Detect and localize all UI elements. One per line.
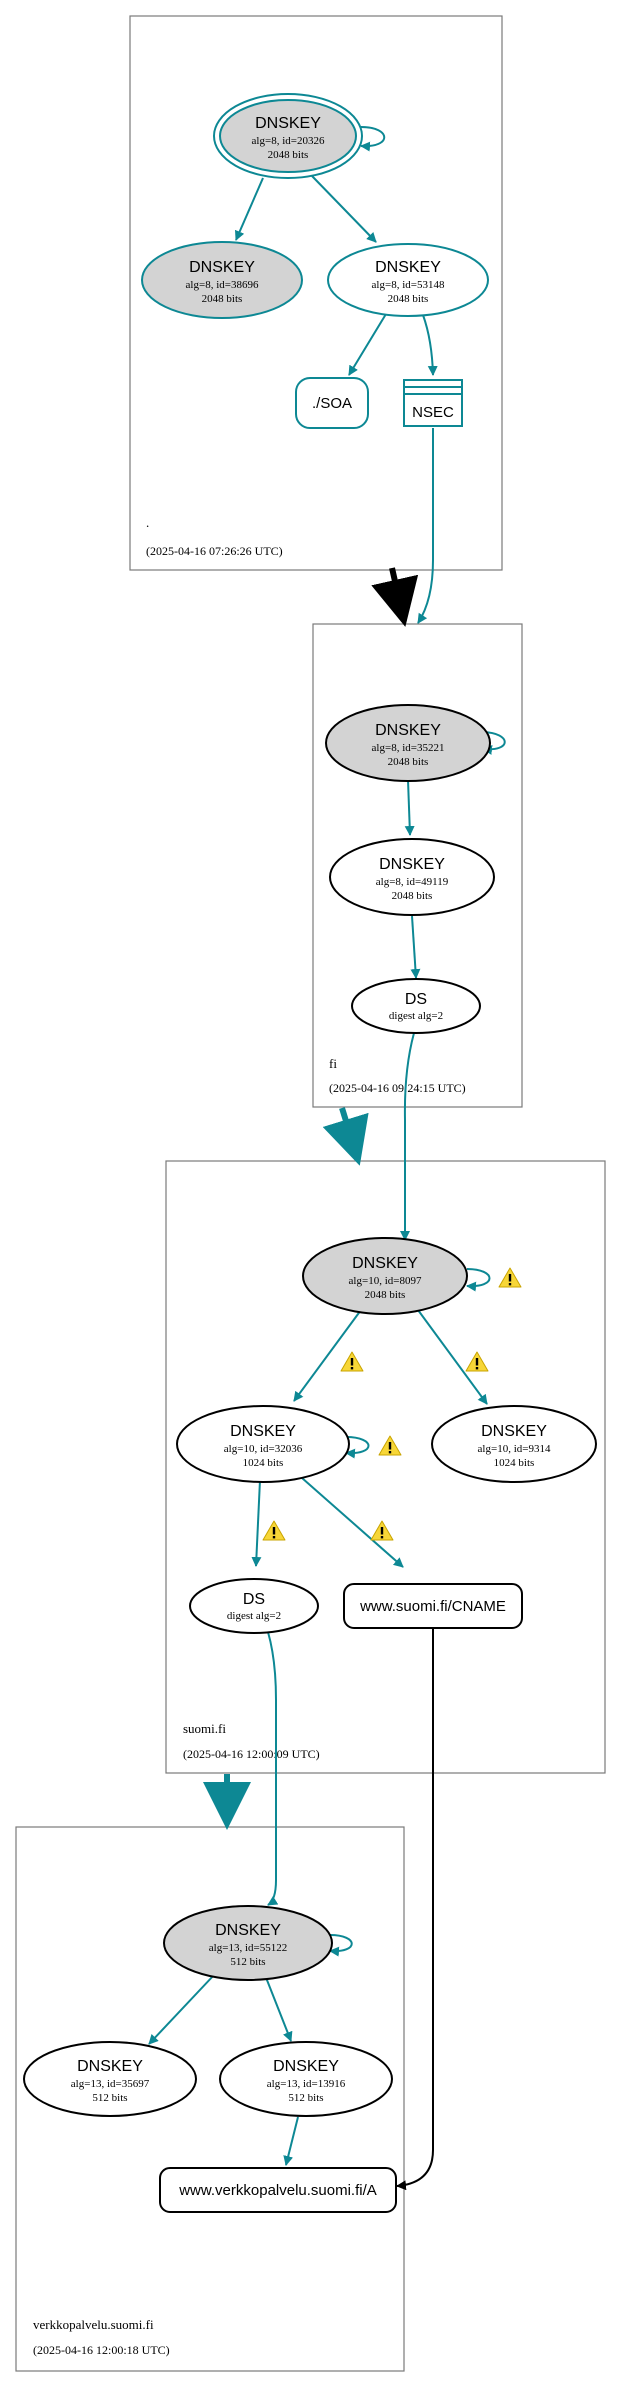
dnskey-node-root-zsk[interactable]: DNSKEY alg=8, id=53148 2048 bits (327, 243, 489, 317)
node-title: ./SOA (312, 395, 352, 412)
delegation-root-to-fi (371, 567, 419, 627)
edge-fi-ksk-to-zsk (404, 779, 415, 836)
zone-timestamp: (2025-04-16 09:24:15 UTC) (329, 1081, 466, 1095)
node-detail: alg=8, id=20326 (252, 135, 325, 147)
node-title: DNSKEY (215, 1922, 281, 1939)
node-detail: 2048 bits (365, 1289, 406, 1301)
node-detail: 1024 bits (243, 1457, 284, 1469)
edge-suomi-zsk-to-ds (251, 1479, 262, 1567)
node-title: DNSKEY (379, 856, 445, 873)
node-detail: alg=13, id=55122 (209, 1942, 287, 1954)
node-title: DNSKEY (230, 1423, 296, 1440)
edge-suomi-ds-to-verk (267, 1631, 279, 1906)
node-detail: alg=10, id=32036 (224, 1443, 303, 1455)
edge-fi-ds-to-suomi (400, 1032, 415, 1241)
ds-node-fi[interactable]: DS digest alg=2 (351, 978, 481, 1034)
nsec-node-root[interactable]: NSEC (403, 379, 463, 427)
dnskey-node-suomi-ksk[interactable]: DNSKEY alg=10, id=8097 2048 bits (302, 1237, 468, 1315)
edge-root-zsk-to-nsec (422, 314, 438, 376)
zone-timestamp: (2025-04-16 07:26:26 UTC) (146, 544, 283, 558)
edge-root-zsk-to-soa (348, 313, 387, 376)
zone-name: . (146, 515, 149, 530)
self-loop-suomi-zsk (345, 1436, 370, 1459)
node-title: www.verkkopalvelu.suomi.fi/A (178, 2182, 377, 2199)
zone-timestamp: (2025-04-16 12:00:18 UTC) (33, 2343, 170, 2357)
node-detail: alg=8, id=53148 (372, 279, 445, 291)
zone-timestamp: (2025-04-16 12:00:09 UTC) (183, 1747, 320, 1761)
dnskey-node-fi-zsk[interactable]: DNSKEY alg=8, id=49119 2048 bits (329, 838, 495, 916)
a-record-node-verk[interactable]: www.verkkopalvelu.suomi.fi/A (159, 2167, 397, 2213)
node-title: DNSKEY (189, 259, 255, 276)
node-detail: alg=13, id=35697 (71, 2078, 150, 2090)
node-detail: 2048 bits (388, 756, 429, 768)
edge-verk-ksk-to-k1 (148, 1974, 215, 2045)
node-detail: alg=8, id=38696 (186, 279, 259, 291)
node-detail: 2048 bits (268, 149, 309, 161)
node-detail: alg=13, id=13916 (267, 2078, 346, 2090)
edge-suomi-ksk-to-k3 (417, 1309, 488, 1405)
dnskey-node-suomi-9314[interactable]: DNSKEY alg=10, id=9314 1024 bits (431, 1405, 597, 1483)
dnskey-node-verk-zsk[interactable]: DNSKEY alg=13, id=13916 512 bits (219, 2041, 393, 2117)
node-title: DNSKEY (481, 1423, 547, 1440)
self-loop-suomi-ksk (466, 1268, 491, 1292)
node-title: DS (243, 1591, 265, 1608)
node-detail: alg=10, id=9314 (478, 1443, 551, 1455)
edges (148, 126, 506, 2191)
zone-name: fi (329, 1056, 337, 1071)
node-detail: 1024 bits (494, 1457, 535, 1469)
dnskey-node-suomi-zsk[interactable]: DNSKEY alg=10, id=32036 1024 bits (176, 1405, 350, 1483)
edge-cname-to-a (396, 1626, 434, 2191)
node-detail: alg=8, id=35221 (372, 742, 445, 754)
node-title: DNSKEY (352, 1255, 418, 1272)
self-loop-verk-ksk (329, 1934, 353, 1957)
node-detail: digest alg=2 (227, 1610, 281, 1622)
node-title: www.suomi.fi/CNAME (359, 1598, 506, 1615)
edge-verk-zsk-to-a (283, 2116, 299, 2166)
node-detail: 512 bits (92, 2092, 127, 2104)
dnskey-node-fi-ksk[interactable]: DNSKEY alg=8, id=35221 2048 bits (325, 704, 491, 782)
edge-fi-zsk-to-ds (410, 915, 421, 979)
node-detail: 512 bits (230, 1956, 265, 1968)
node-detail: 2048 bits (392, 890, 433, 902)
cname-node-suomi[interactable]: www.suomi.fi/CNAME (343, 1583, 523, 1629)
node-detail: alg=10, id=8097 (349, 1275, 422, 1287)
edge-suomi-ksk-to-zsk (293, 1309, 362, 1402)
node-detail: 2048 bits (388, 293, 429, 305)
node-title: DNSKEY (375, 722, 441, 739)
edge-root-ksk-to-zsk (311, 175, 377, 243)
ds-node-suomi[interactable]: DS digest alg=2 (189, 1578, 319, 1634)
dnskey-node-root-ksk[interactable]: DNSKEY alg=8, id=20326 2048 bits (213, 93, 363, 179)
edge-root-nsec-to-fi (417, 428, 434, 624)
node-title: NSEC (412, 404, 454, 421)
delegation-fi-to-suomi (322, 1107, 369, 1166)
node-detail: 512 bits (288, 2092, 323, 2104)
self-loop-fi-ksk (482, 731, 506, 755)
node-title: DNSKEY (77, 2058, 143, 2075)
node-detail: 2048 bits (202, 293, 243, 305)
rrset-node-root-soa[interactable]: ./SOA (295, 377, 369, 429)
node-title: DNSKEY (273, 2058, 339, 2075)
edge-verk-ksk-to-zsk (264, 1974, 293, 2042)
node-detail: digest alg=2 (389, 1010, 443, 1022)
zone-name: verkkopalvelu.suomi.fi (33, 2317, 154, 2332)
node-detail: alg=8, id=49119 (376, 876, 449, 888)
edge-root-ksk-to-k2 (235, 177, 264, 241)
dnskey-node-root-38696[interactable]: DNSKEY alg=8, id=38696 2048 bits (141, 241, 303, 319)
dnskey-node-verk-ksk[interactable]: DNSKEY alg=13, id=55122 512 bits (163, 1905, 333, 1981)
edge-suomi-zsk-to-cname (301, 1477, 404, 1568)
zone-name: suomi.fi (183, 1721, 226, 1736)
node-title: DS (405, 991, 427, 1008)
node-title: DNSKEY (375, 259, 441, 276)
node-title: DNSKEY (255, 115, 321, 132)
dnskey-node-verk-35697[interactable]: DNSKEY alg=13, id=35697 512 bits (23, 2041, 197, 2117)
self-loop-root-ksk (360, 126, 386, 152)
